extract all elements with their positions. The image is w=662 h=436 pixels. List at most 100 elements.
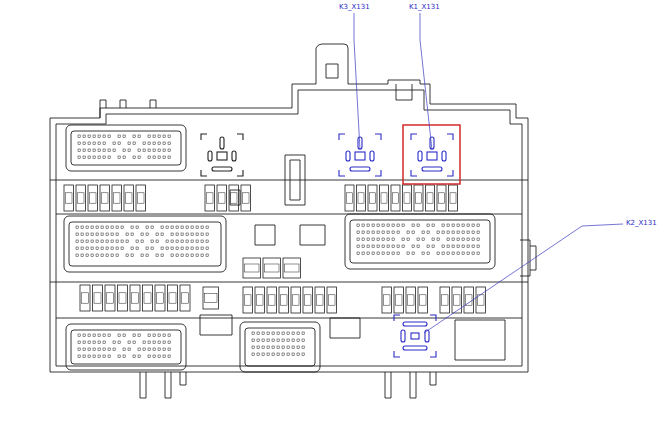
housing-outline xyxy=(50,282,528,283)
connector-block xyxy=(387,238,389,241)
connector-block xyxy=(158,142,160,145)
connector-block xyxy=(412,252,414,255)
connector-block xyxy=(111,233,113,236)
connector-block xyxy=(382,245,384,248)
connector-block xyxy=(153,156,155,159)
fuse-slot xyxy=(243,258,261,278)
connector-block xyxy=(422,238,424,241)
fuse-slot xyxy=(94,293,101,303)
connector-block xyxy=(123,334,125,337)
connector-block xyxy=(345,214,495,269)
connector-block xyxy=(103,341,105,344)
fuse-slot xyxy=(427,193,433,203)
connector-block xyxy=(367,224,369,227)
connector-block xyxy=(151,226,153,229)
connector-block xyxy=(181,226,183,229)
connector-block xyxy=(257,346,259,349)
relay-socket xyxy=(232,151,236,161)
connector-block xyxy=(83,334,85,337)
connector-block xyxy=(191,226,193,229)
connector-block xyxy=(64,125,495,372)
connector-block xyxy=(98,142,100,145)
connector-block xyxy=(96,254,98,257)
relay-socket xyxy=(422,167,442,171)
connector-block xyxy=(98,348,100,351)
connector-block xyxy=(103,156,105,159)
connector-block xyxy=(78,149,80,152)
connector-block xyxy=(377,245,379,248)
fuse-slot xyxy=(138,193,145,203)
connector-block xyxy=(272,332,274,335)
housing-outline xyxy=(50,44,528,372)
connector-block xyxy=(427,252,429,255)
connector-block xyxy=(196,240,198,243)
relay-label: K2_X131 xyxy=(625,219,658,227)
connector-block xyxy=(131,226,133,229)
connector-block xyxy=(81,226,83,229)
fuse-slot xyxy=(464,287,474,313)
connector-block xyxy=(138,355,140,358)
connector-block xyxy=(126,254,128,257)
fuse-slot xyxy=(347,193,353,203)
connector-block xyxy=(83,156,85,159)
fuse-slot xyxy=(80,285,90,311)
housing-outline xyxy=(300,225,325,245)
connector-block xyxy=(143,149,145,152)
connector-block xyxy=(422,231,424,234)
connector-block xyxy=(153,334,155,337)
fuse-slot xyxy=(207,193,214,203)
relay-socket xyxy=(411,134,453,176)
fuse-slot xyxy=(291,287,301,313)
fuse-slot xyxy=(107,293,114,303)
connector-block xyxy=(106,233,108,236)
connector-block xyxy=(447,238,449,241)
connector-block xyxy=(91,254,93,257)
connector-block xyxy=(240,322,320,372)
connector-block xyxy=(106,254,108,257)
relay-socket xyxy=(350,167,370,171)
fuse-slot xyxy=(406,287,416,313)
connector-block xyxy=(417,238,419,241)
connector-block xyxy=(96,233,98,236)
connector-block xyxy=(158,135,160,138)
connector-block xyxy=(163,334,165,337)
housing-outline xyxy=(100,100,106,118)
connector-block xyxy=(432,224,434,227)
fuse-slot xyxy=(112,185,122,211)
connector-block xyxy=(88,334,90,337)
fuse-slot xyxy=(105,285,115,311)
relay-socket xyxy=(430,315,436,321)
connector-block xyxy=(367,252,369,255)
connector-block xyxy=(76,254,78,257)
connector-block xyxy=(66,125,186,171)
connector-block xyxy=(156,240,158,243)
connector-block xyxy=(106,240,108,243)
connector-block xyxy=(186,240,188,243)
relay-socket xyxy=(394,351,400,357)
fuse-slot xyxy=(450,193,456,203)
connector-block xyxy=(146,254,148,257)
connector-block xyxy=(362,231,364,234)
fuse-slot xyxy=(130,285,140,311)
fuse-slot xyxy=(315,287,325,313)
relay-socket xyxy=(375,170,381,176)
connector-block xyxy=(158,355,160,358)
connector-block xyxy=(98,149,100,152)
fuse-slot xyxy=(136,185,146,211)
connector-block xyxy=(176,254,178,257)
connector-block xyxy=(432,245,434,248)
connector-block xyxy=(118,156,120,159)
leader-line xyxy=(424,224,623,333)
connector-block xyxy=(382,238,384,241)
connector-block xyxy=(118,334,120,337)
fuse-slot xyxy=(144,293,151,303)
fuse-slot xyxy=(267,287,277,313)
fuse-slot xyxy=(64,185,486,313)
connector-block xyxy=(108,149,110,152)
connector-block xyxy=(81,247,83,250)
relay-socket xyxy=(237,134,243,140)
connector-block xyxy=(136,226,138,229)
fuse-slot xyxy=(76,185,86,211)
connector-block xyxy=(128,142,130,145)
